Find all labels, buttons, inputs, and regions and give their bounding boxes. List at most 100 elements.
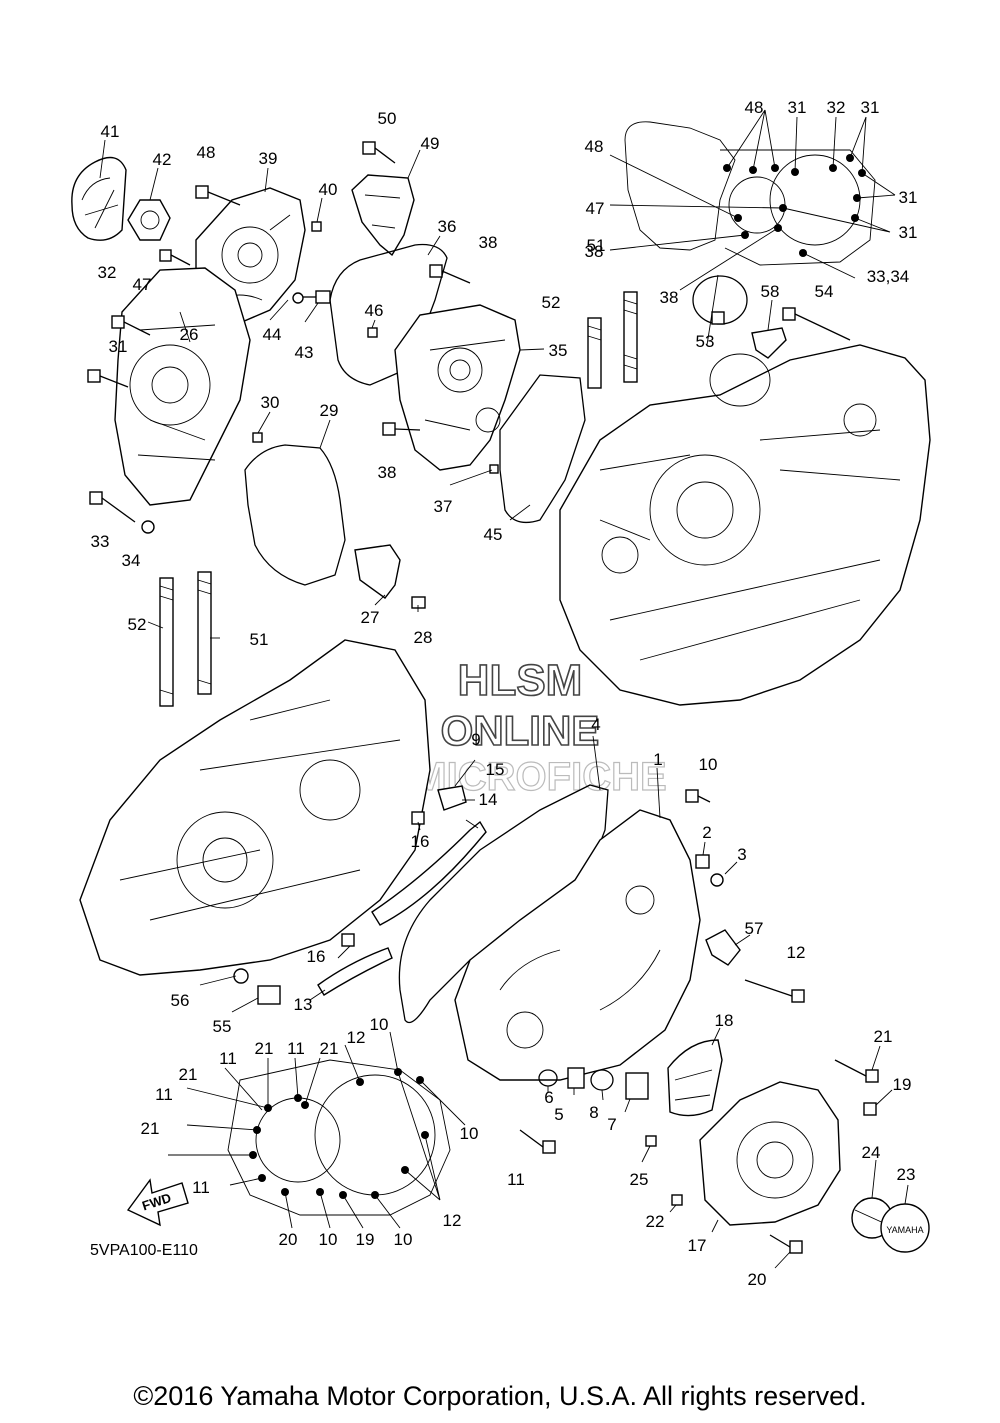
label-15: 15 (486, 760, 505, 779)
label-14: 14 (479, 790, 498, 809)
label-10-bottom-2: 10 (394, 1230, 413, 1249)
label-19-right: 19 (893, 1075, 912, 1094)
label-36: 36 (438, 217, 457, 236)
label-48-top: 48 (745, 98, 764, 117)
label-34: 34 (122, 551, 141, 570)
label-38-lower: 38 (660, 288, 679, 307)
stud-51-left (197, 571, 212, 695)
label-58: 58 (761, 282, 780, 301)
part-1-crankcase-cover (454, 809, 701, 1081)
part-4-gasket (398, 784, 609, 1024)
label-44: 44 (263, 325, 282, 344)
label-35: 35 (549, 341, 568, 360)
label-27: 27 (361, 608, 380, 627)
cover-bolt-dots (249, 1068, 429, 1199)
label-26: 26 (180, 325, 199, 344)
label-32-top: 32 (827, 98, 846, 117)
fwd-arrow: FWD (126, 1178, 189, 1227)
part-8-oring (590, 1069, 614, 1091)
label-49: 49 (421, 134, 440, 153)
label-48-side: 48 (585, 137, 604, 156)
label-31-top-2: 31 (861, 98, 880, 117)
label-38-mid: 38 (378, 463, 397, 482)
label-54: 54 (815, 282, 834, 301)
part-23-cap: YAMAHA (880, 1203, 930, 1253)
label-29: 29 (320, 401, 339, 420)
part-57-clip (705, 929, 741, 966)
label-31-right-1: 31 (899, 188, 918, 207)
part-number-labels: 41 42 48 39 50 49 40 36 38 47 44 43 46 3… (91, 98, 918, 1289)
part-44-grommet (292, 292, 304, 304)
label-16-lower: 16 (307, 947, 326, 966)
part-34-washer (141, 520, 155, 534)
label-43: 43 (295, 343, 314, 362)
label-33: 33 (91, 532, 110, 551)
label-10-upper-left: 10 (370, 1015, 389, 1034)
crankcase-right-half (559, 344, 931, 706)
bolt-21-right (834, 1059, 879, 1083)
part-40-dowel (311, 221, 322, 232)
label-10-mid: 10 (460, 1124, 479, 1143)
part-9-15-bracket (437, 785, 467, 811)
part-29-gasket (244, 444, 346, 586)
label-5: 5 (554, 1105, 563, 1124)
bolt-10-top (685, 789, 711, 803)
cap-text: YAMAHA (886, 1225, 923, 1235)
label-31-left: 31 (109, 337, 128, 356)
label-12-upper-left: 12 (347, 1028, 366, 1047)
label-48-left: 48 (197, 143, 216, 162)
bolt-16-lower (341, 933, 355, 947)
bolt-54 (782, 307, 851, 341)
label-37: 37 (434, 497, 453, 516)
part-18-plate (667, 1039, 723, 1117)
label-4: 4 (591, 715, 600, 734)
label-45: 45 (484, 525, 503, 544)
label-51-left: 51 (250, 630, 269, 649)
label-24: 24 (862, 1143, 881, 1162)
bolt-48-top (195, 185, 241, 206)
label-52-right: 52 (542, 293, 561, 312)
bolt-dots (723, 154, 866, 257)
leader-lines (99, 139, 909, 1269)
label-10-bottom-1: 10 (319, 1230, 338, 1249)
label-17: 17 (688, 1236, 707, 1255)
part-22-pin (671, 1194, 683, 1206)
label-42: 42 (153, 150, 172, 169)
crankcase-bolt-pattern-inset (609, 109, 896, 291)
label-20-right: 20 (748, 1270, 767, 1289)
label-56: 56 (171, 991, 190, 1010)
label-38-side: 38 (585, 242, 604, 261)
part-2-collar (695, 854, 710, 869)
bolt-20-right (769, 1234, 803, 1254)
label-46: 46 (365, 301, 384, 320)
stud-51-right (623, 291, 638, 383)
label-21-left-1: 21 (141, 1119, 160, 1138)
label-8: 8 (589, 1103, 598, 1122)
part-17-clutch-cover (699, 1081, 841, 1226)
part-42-starter-clutch (127, 199, 171, 241)
part-56-washer (233, 968, 249, 984)
bolt-43 (303, 290, 331, 304)
label-51-right: 51 (587, 236, 606, 255)
diagram-code: 5VPA100-E110 (90, 1242, 198, 1259)
bolt-58-small (711, 311, 725, 325)
part-49-breather-cover (351, 174, 415, 257)
part-30-dowel (252, 432, 263, 443)
label-18: 18 (715, 1011, 734, 1030)
bolt-47-top (159, 249, 191, 266)
label-1: 1 (653, 750, 662, 769)
label-11-mid: 11 (507, 1170, 525, 1189)
label-11-top-2: 11 (287, 1039, 305, 1058)
label-47-side: 47 (586, 199, 605, 218)
label-28: 28 (414, 628, 433, 647)
part-37-dowel (489, 464, 499, 474)
bolt-31-left (87, 369, 129, 388)
label-21-right: 21 (874, 1027, 893, 1046)
label-21-top-1: 21 (255, 1039, 274, 1058)
label-31-right-2: 31 (899, 223, 918, 242)
label-13: 13 (294, 995, 313, 1014)
label-21-top-2: 21 (320, 1039, 339, 1058)
bolt-19-right (863, 1102, 877, 1116)
watermark-line-2: ONLINE (441, 707, 600, 754)
